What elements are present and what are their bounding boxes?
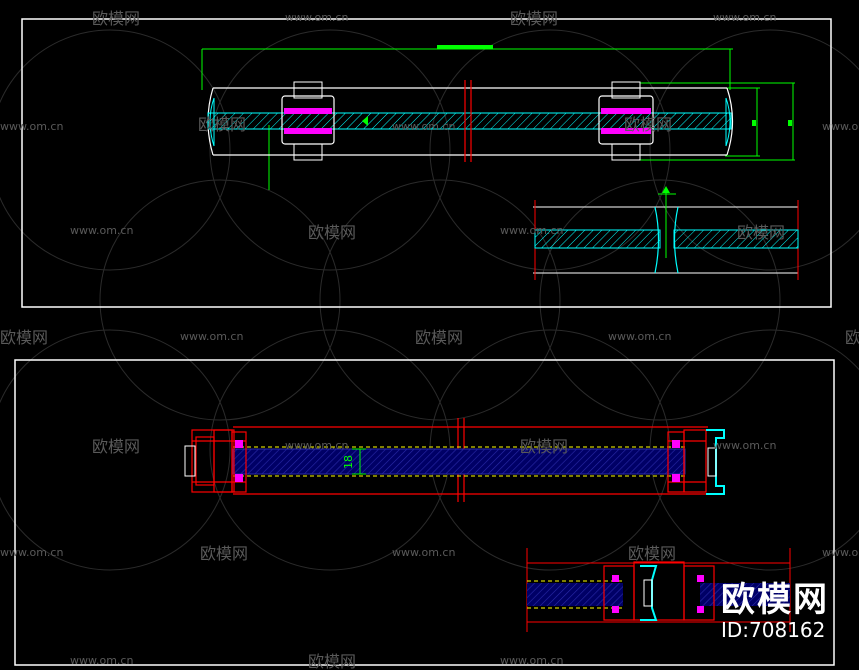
watermark-url: www.om.cn xyxy=(70,224,133,237)
watermark-brand: 欧模网 xyxy=(198,115,246,134)
top-glass-edges xyxy=(209,97,731,147)
top-break-line xyxy=(464,80,472,162)
watermark-brand: 欧模网 xyxy=(92,437,140,456)
watermark-url: www.om.cn xyxy=(392,120,455,133)
watermark-brand: 欧模网 xyxy=(415,328,463,347)
bottom-detail xyxy=(526,548,791,632)
top-glass-core xyxy=(207,112,732,130)
watermark-url: www.om.cn xyxy=(713,11,776,24)
watermark-url: www.om.cn xyxy=(0,546,63,559)
watermark-brand: 欧模网 xyxy=(628,544,676,563)
watermark-url: www.om.cn xyxy=(608,330,671,343)
top-detail xyxy=(533,186,799,280)
watermark-url: www.om.cn xyxy=(70,654,133,667)
watermark-url: www.om.cn xyxy=(285,11,348,24)
badge-id: ID:708162 xyxy=(721,618,826,642)
watermark-url: www.om.cn xyxy=(500,654,563,667)
bottom-dimension-label: 18 xyxy=(342,455,355,469)
watermark-brand: 欧模网 xyxy=(510,9,558,28)
watermark-url: www.om.cn xyxy=(822,120,859,133)
watermark-url: www.om.cn xyxy=(285,439,348,452)
bottom-dimension xyxy=(352,448,366,475)
bottom-left-profile xyxy=(191,429,247,493)
top-clamp-right xyxy=(598,81,654,161)
bottom-drawing-frame xyxy=(14,359,835,666)
badge-brand-name: 欧模网 xyxy=(721,580,829,620)
watermark-layer: 欧模网 www.om.cn 欧模网 www.om.cn www.om.cn 欧模… xyxy=(0,9,859,670)
watermark-url: www.om.cn xyxy=(0,120,63,133)
watermark-brand: 欧模网 xyxy=(92,9,140,28)
watermark-brand: 欧模网 xyxy=(308,223,356,242)
watermark-brand: 欧模网 xyxy=(0,328,48,347)
watermark-brand: 欧模网 xyxy=(200,544,248,563)
top-drawing-frame xyxy=(21,18,832,308)
watermark-brand: 欧模网 xyxy=(737,223,785,242)
watermark-brand: 欧模网 xyxy=(624,115,672,134)
top-dim-tick-a xyxy=(752,120,756,126)
watermark-arcs xyxy=(0,29,859,571)
bottom-spacer-lines xyxy=(233,446,685,477)
bottom-left-gaskets xyxy=(235,440,243,482)
watermark-url: www.om.cn xyxy=(180,330,243,343)
watermark-url: www.om.cn xyxy=(713,439,776,452)
top-dim-tick-b xyxy=(788,120,792,126)
top-center-arrow xyxy=(362,116,368,126)
watermark-url: www.om.cn xyxy=(500,224,563,237)
bottom-left-insert xyxy=(184,445,196,477)
watermark-brand: 欧模网 xyxy=(520,437,568,456)
bottom-infill-panel xyxy=(232,448,686,475)
watermark-brand: 欧模网 xyxy=(308,652,356,670)
watermark-url: www.om.cn xyxy=(392,546,455,559)
watermark-badge: 欧模网 ID:708162 xyxy=(721,582,829,642)
bottom-right-gaskets xyxy=(672,440,680,482)
top-clamp-left xyxy=(281,81,335,161)
watermark-brand: 欧模网 xyxy=(845,328,859,347)
watermark-url: www.om.cn xyxy=(822,546,859,559)
top-dim-marker xyxy=(437,45,493,49)
bottom-right-insert xyxy=(707,447,717,477)
